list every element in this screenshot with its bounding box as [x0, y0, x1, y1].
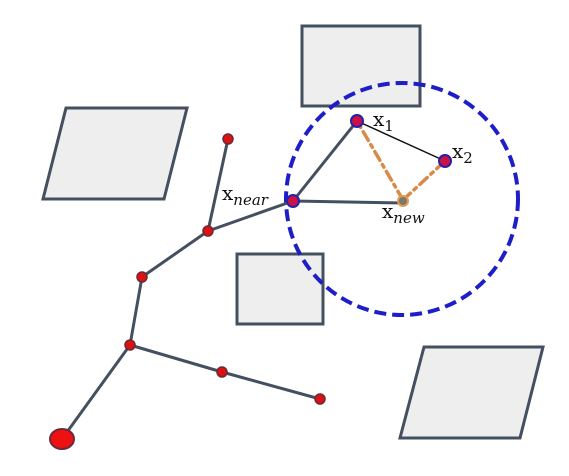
tree-edge — [206, 199, 295, 233]
tree-edge-near-to-new — [291, 199, 405, 205]
tree-nodes — [49, 114, 452, 450]
obstacle-parallelogram-right — [398, 345, 545, 440]
tree-node — [136, 271, 148, 283]
node-labels: xnear xnew x1 x2 — [222, 107, 473, 227]
x1-node — [350, 114, 364, 128]
tree-edge — [128, 275, 144, 347]
tree-edge — [128, 343, 224, 374]
rewire-edges — [355, 119, 447, 202]
tree-edge — [140, 229, 210, 279]
tree-edge-near-to-x1 — [291, 119, 359, 203]
label-x-new: xnew — [382, 199, 425, 227]
x2-node — [438, 154, 452, 168]
tree-node — [314, 393, 326, 405]
tree-node — [124, 339, 136, 351]
tree-node — [202, 225, 214, 237]
label-x2: x2 — [452, 139, 473, 167]
label-x-near: xnear — [222, 181, 269, 209]
tree-node — [216, 366, 228, 378]
rewire-edge-new-x2 — [401, 159, 447, 202]
obstacle-parallelogram-left — [41, 106, 189, 201]
tree-edges — [60, 119, 405, 441]
obstacle-rect-middle — [235, 252, 325, 326]
tree-node — [222, 133, 234, 145]
tree-edge — [60, 343, 132, 441]
x-near-node — [286, 194, 300, 208]
x-new-node — [397, 195, 409, 207]
obstacles — [41, 24, 545, 440]
tree-edge — [220, 370, 322, 401]
rewire-edge-new-x1 — [355, 119, 405, 202]
label-x1: x1 — [373, 107, 394, 135]
near-radius-circle — [284, 81, 520, 317]
obstacle-rect-top — [300, 24, 422, 108]
tree-edge — [206, 137, 230, 233]
edge-x1-x2 — [356, 120, 446, 162]
root-node — [49, 428, 75, 450]
